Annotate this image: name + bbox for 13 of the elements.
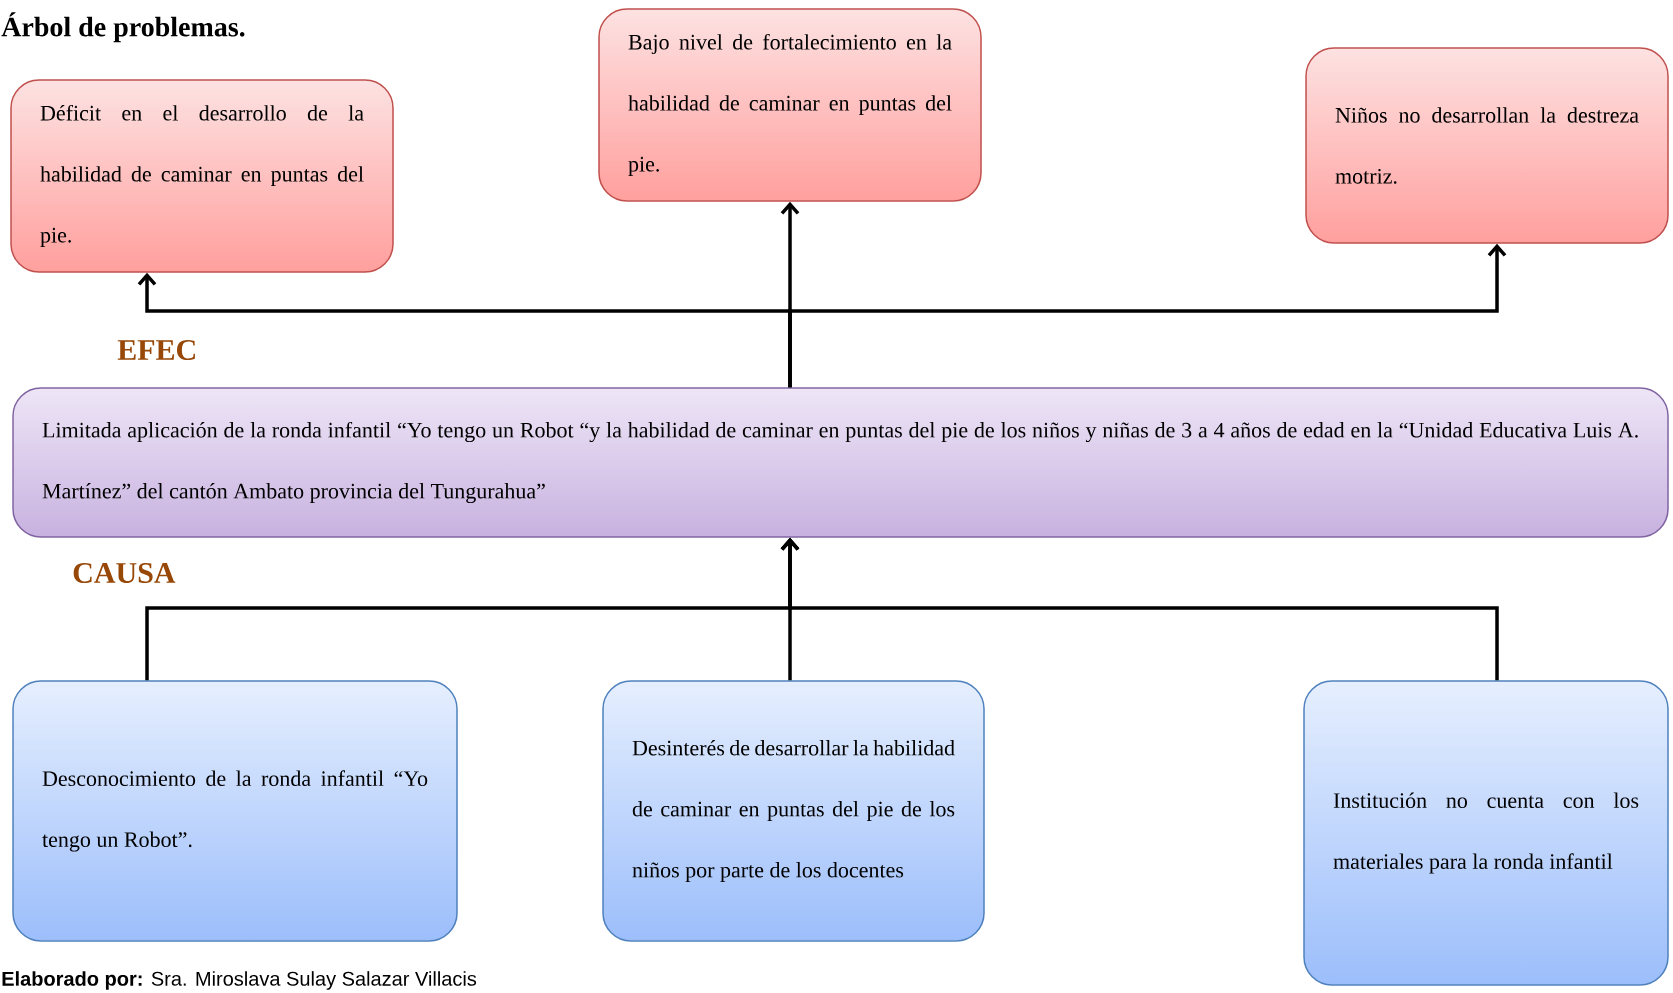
- problem-box: Limitada aplicación de la ronda infantil “Yo tengo un Robot “y la habilidad de caminar en puntas del pie de los niños y niñas de 3 a 4 años de edad en la “Unidad Educativa Luis A. Martínez” del cantón Ambato provincia del Tungurahua”: [12, 387, 1669, 538]
- arrow: [780, 537, 1499, 681]
- effect-box: Déficit en el desarrollo de la habilidad de caminar en puntas del pie.: [10, 79, 394, 273]
- author-note: Elaborado por: Sra. Miroslava Sulay Salazar Villacis: [2, 971, 477, 990]
- section-label: EFEC: [117, 339, 195, 361]
- cause-box: Institución no cuenta con los materiales para la ronda infantil: [1303, 680, 1669, 986]
- arrow: [788, 243, 1507, 388]
- cause-box: Desconocimiento de la ronda infantil “Yo tengo un Robot”.: [12, 680, 458, 942]
- effect-box: Niños no desarrollan la destreza motriz.: [1305, 47, 1669, 244]
- cause-box: Desinterés de desarrollar la habilidad de caminar en puntas del pie de los niños por parte de los docentes: [602, 680, 985, 942]
- section-label: CAUSA: [73, 562, 176, 584]
- title: Árbol de problemas.: [1, 12, 245, 43]
- effect-box: Bajo nivel de fortalecimiento en la habilidad de caminar en puntas del pie.: [598, 8, 982, 202]
